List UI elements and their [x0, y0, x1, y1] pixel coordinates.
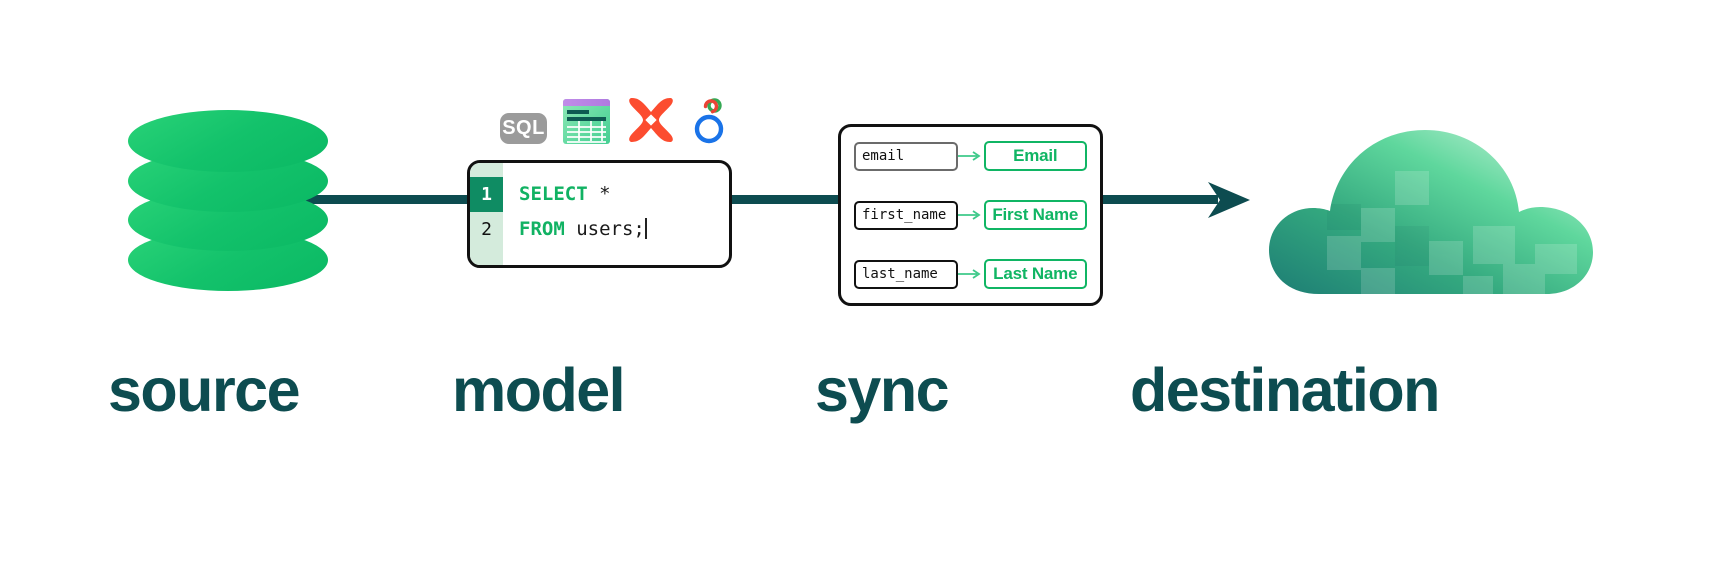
- sql-editor-card[interactable]: 1 2 SELECT * FROM users;: [467, 160, 732, 268]
- spreadsheet-icon: [563, 99, 610, 144]
- sql-keyword-select: SELECT: [519, 183, 588, 205]
- sql-keyword-from: FROM: [519, 218, 565, 240]
- source-field-first-name[interactable]: first_name: [854, 200, 958, 230]
- sql-code-area[interactable]: SELECT * FROM users;: [503, 163, 729, 265]
- destination-field-last-name[interactable]: Last Name: [983, 259, 1087, 289]
- editor-gutter: 1 2: [470, 163, 503, 265]
- connector-sync-to-destination: [1098, 195, 1218, 204]
- stage-label-model: model: [452, 356, 626, 424]
- stage-label-destination: destination: [1130, 356, 1440, 424]
- looker-studio-x-icon: [629, 98, 673, 142]
- mapping-arrow-icon: [957, 269, 981, 279]
- destination-cloud-icon: [1269, 130, 1593, 294]
- stage-label-sync: sync: [815, 356, 950, 424]
- sql-badge-icon: SQL: [500, 113, 547, 144]
- code-line-2: FROM users;: [519, 212, 729, 247]
- stage-label-source: source: [108, 356, 301, 424]
- sql-line-1-rest: *: [587, 183, 611, 205]
- connector-source-to-model: [296, 195, 472, 204]
- source-field-email[interactable]: email: [854, 141, 958, 171]
- code-line-1: SELECT *: [519, 177, 729, 212]
- arrowhead-icon: [1208, 182, 1250, 218]
- source-field-last-name[interactable]: last_name: [854, 259, 958, 289]
- text-caret: [644, 218, 647, 239]
- sql-line-2-rest: users;: [564, 218, 645, 240]
- source-database-icon: [128, 110, 328, 305]
- sync-mapping-card[interactable]: email Email first_name First Name last_n…: [838, 124, 1103, 306]
- line-number-2: 2: [481, 219, 492, 240]
- model-tool-icons: SQL: [500, 96, 726, 144]
- connector-model-to-sync: [727, 195, 843, 204]
- mapping-arrow-icon: [957, 210, 981, 220]
- mapping-row[interactable]: first_name First Name: [854, 200, 1087, 230]
- looker-icon: [694, 98, 724, 144]
- line-number-1: 1: [470, 177, 503, 212]
- destination-field-email[interactable]: Email: [983, 141, 1087, 171]
- mapping-arrow-icon: [957, 151, 981, 161]
- destination-field-first-name[interactable]: First Name: [983, 200, 1087, 230]
- mapping-row[interactable]: email Email: [854, 141, 1087, 171]
- mapping-row[interactable]: last_name Last Name: [854, 259, 1087, 289]
